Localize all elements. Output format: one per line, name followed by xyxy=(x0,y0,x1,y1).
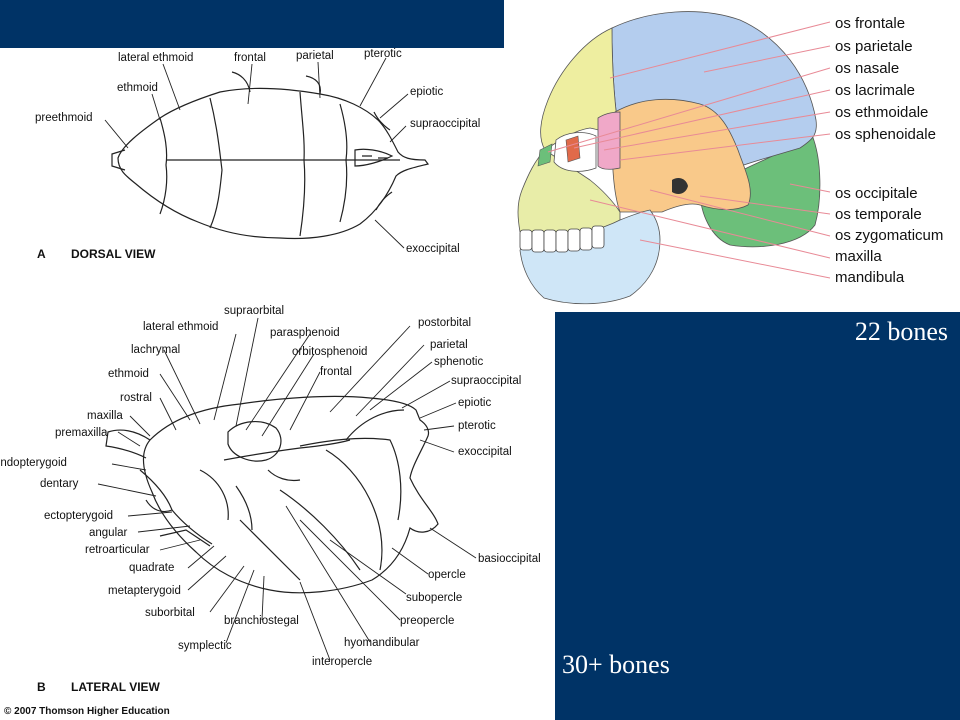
label-lat-orbitosphenoid: orbitosphenoid xyxy=(292,346,368,358)
nasal-bone xyxy=(537,143,553,167)
label-lat-maxilla: maxilla xyxy=(87,410,123,422)
label-lat-ethmoid: ethmoid xyxy=(108,368,149,380)
human-label-4: os ethmoidale xyxy=(835,104,929,121)
human-label-8: os zygomaticum xyxy=(835,227,944,244)
label-lat-angular: angular xyxy=(89,527,128,539)
label-lat-lachrymal: lachrymal xyxy=(131,344,181,356)
human-label-9: maxilla xyxy=(835,248,882,265)
caption-dorsal-letter: A xyxy=(37,247,46,261)
label-dorsal-lateral-ethmoid: lateral ethmoid xyxy=(118,52,194,64)
human-label-7: os temporale xyxy=(835,206,922,223)
dorsal-skull-outline xyxy=(117,87,430,240)
label-lat-ectopterygoid: ectopterygoid xyxy=(44,510,114,522)
label-lat-supraoccipital: supraoccipital xyxy=(451,375,522,387)
human-label-3: os lacrimale xyxy=(835,82,916,99)
label-dorsal-pterotic: pterotic xyxy=(364,48,402,60)
human-label-2: os nasale xyxy=(835,60,900,77)
label-lat-lateral-ethmoid: lateral ethmoid xyxy=(143,321,219,333)
human-label-0: os frontale xyxy=(835,15,906,32)
caption-lateral-letter: B xyxy=(37,680,46,694)
label-lat-symplectic: symplectic xyxy=(178,640,232,652)
label-lat-basioccipital: basioccipital xyxy=(478,553,541,565)
label-lat-quadrate: quadrate xyxy=(129,562,175,574)
label-lat-parietal: parietal xyxy=(430,339,468,351)
label-dorsal-epiotic: epiotic xyxy=(410,86,444,98)
label-lat-exoccipital: exoccipital xyxy=(458,446,512,458)
label-lat-premaxilla: premaxilla xyxy=(55,427,108,439)
label-lat-opercle: opercle xyxy=(428,569,466,581)
human-bone-count: 22 bones xyxy=(854,317,948,346)
label-lat-supraorbital: supraorbital xyxy=(224,305,285,317)
label-lat-pterotic: pterotic xyxy=(458,420,496,432)
human-label-6: os occipitale xyxy=(835,185,918,202)
human-label-5: os sphenoidale xyxy=(835,126,936,143)
label-lat-metapterygoid: metapterygoid xyxy=(108,585,181,597)
label-dorsal-frontal: frontal xyxy=(234,52,266,64)
label-dorsal-preethmoid: preethmoid xyxy=(35,112,93,124)
label-lat-retroarticular: retroarticular xyxy=(85,544,150,556)
label-lat-subopercle: subopercle xyxy=(406,592,463,604)
label-lat-suborbital: suborbital xyxy=(145,607,195,619)
copyright-text: © 2007 Thomson Higher Education xyxy=(4,706,170,717)
label-lat-branchiostegal: branchiostegal xyxy=(224,615,299,627)
caption-dorsal-view: DORSAL VIEW xyxy=(71,247,156,261)
human-label-10: mandibula xyxy=(835,269,905,286)
sphenoid-bone xyxy=(597,111,621,170)
label-dorsal-ethmoid: ethmoid xyxy=(117,82,158,94)
label-lat-postorbital: postorbital xyxy=(418,317,472,329)
caption-lateral-view: LATERAL VIEW xyxy=(71,680,160,694)
lateral-skull-outline xyxy=(142,395,439,594)
top-banner xyxy=(0,0,504,48)
label-lat-frontal: frontal xyxy=(320,366,352,378)
label-dorsal-supraoccipital: supraoccipital xyxy=(410,118,481,130)
label-lat-preopercle: preopercle xyxy=(400,615,455,627)
label-lat-epiotic: epiotic xyxy=(458,397,492,409)
label-lat-sphenotic: sphenotic xyxy=(434,356,484,368)
label-lat-rostral: rostral xyxy=(120,392,152,404)
label-lat-interopercle: interopercle xyxy=(312,656,373,668)
label-lat-hyomandibular: hyomandibular xyxy=(344,637,420,649)
lacrimal-bone xyxy=(565,135,581,163)
fish-bone-count: 30+ bones xyxy=(562,650,670,679)
label-dorsal-exoccipital: exoccipital xyxy=(406,243,460,255)
label-dorsal-parietal: parietal xyxy=(296,50,334,62)
label-lat-parasphenoid: parasphenoid xyxy=(270,327,340,339)
label-lat-endopterygoid: endopterygoid xyxy=(0,457,67,469)
human-label-1: os parietale xyxy=(835,38,913,55)
label-lat-dentary: dentary xyxy=(40,478,79,490)
fish-count-panel xyxy=(555,312,960,720)
